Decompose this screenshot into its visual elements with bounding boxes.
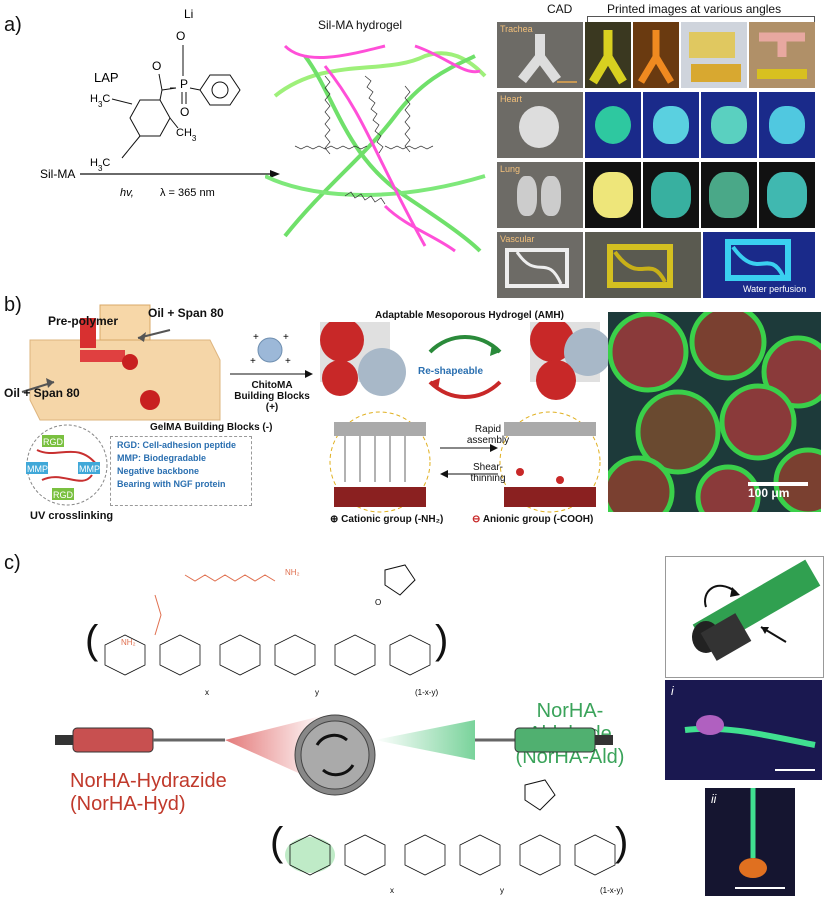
svg-text:CH3: CH3 — [176, 127, 197, 143]
printed-header: Printed images at various angles — [607, 2, 782, 16]
sub-xy-top: (1-x-y) — [415, 688, 438, 697]
svg-text:(: ( — [270, 820, 284, 864]
li-label: Li — [184, 7, 193, 21]
hv-label: hv, — [120, 187, 134, 199]
roman-ii-label: ii — [711, 792, 717, 806]
trachea-photo-2 — [633, 22, 679, 88]
cad-header: CAD — [547, 2, 573, 16]
oil-span-left-label: Oil + Span 80 — [4, 386, 80, 400]
vascular-photo-2: Water perfusion — [703, 232, 815, 298]
sub-y-bottom: y — [500, 886, 504, 895]
mandrel-schematic — [665, 556, 824, 678]
rgd-tag-1: RGD — [43, 437, 63, 447]
svg-text:O: O — [180, 105, 189, 119]
gelma-label: GelMA Building Blocks (-) — [150, 422, 273, 433]
roman-i-label: i — [671, 684, 674, 698]
printed-images-grid: CAD Printed images at various angles Tra… — [497, 0, 817, 300]
amh-title: Adaptable Mesoporous Hydrogel (AMH) — [375, 310, 564, 321]
chitoma-label: ChitoMA Building Blocks (+) — [234, 380, 310, 413]
svg-text:H3C: H3C — [90, 93, 110, 109]
sub-y-top: y — [315, 688, 319, 697]
lung-photo-1 — [585, 162, 641, 228]
mmp-tag-2: MMP — [79, 464, 100, 474]
electrospinning-setup — [55, 714, 613, 796]
sub-x-top: x — [205, 688, 209, 697]
vascular-photo-1 — [585, 232, 701, 298]
norha-hyd-label: NorHA-Hydrazide (NorHA-Hyd) — [70, 770, 227, 815]
reshapeable-label: Re-shapeable — [418, 366, 484, 377]
heart-photo-2 — [643, 92, 699, 158]
sub-x-bottom: x — [390, 886, 394, 895]
trachea-photo-4 — [749, 22, 815, 88]
lung-photo-2 — [643, 162, 699, 228]
lambda-label: λ = 365 nm — [160, 187, 215, 199]
lung-photo-3 — [701, 162, 757, 228]
o-label: O — [176, 29, 185, 43]
rapid-assembly-label: Rapid assembly — [466, 424, 510, 446]
svg-text:+: + — [250, 356, 256, 367]
svg-text:): ) — [615, 820, 628, 864]
silma-hydrogel-network — [265, 44, 487, 253]
svg-text:+: + — [283, 332, 289, 343]
norha-ald-structure: ( ) x y (1-x-y) — [270, 779, 628, 895]
svg-text:): ) — [435, 618, 448, 662]
pre-polymer-label: Pre-polymer — [48, 314, 119, 328]
svg-text:+: + — [253, 332, 259, 343]
panel-c-label: c) — [4, 552, 21, 574]
svg-text:P: P — [180, 77, 188, 91]
trachea-photo-1 — [585, 22, 631, 88]
cad-heart: Heart — [497, 92, 583, 158]
lap-structure: Li O LAP P O O H3C CH3 H3C Sil-MA hv, λ … — [40, 7, 280, 199]
trachea-photo-3 — [681, 22, 747, 88]
amh-diagram — [320, 322, 610, 513]
heart-photo-3 — [701, 92, 757, 158]
norha-hyd-structure: NH₂ NH₂ O ( ) x y (1-x-y) — [85, 564, 448, 697]
svg-text:NH₂: NH₂ — [285, 568, 300, 577]
svg-text:H3C: H3C — [90, 157, 110, 173]
fluorescence-micrograph: 100 μm — [608, 312, 821, 512]
lung-photo-4 — [759, 162, 815, 228]
oil-span-top-label: Oil + Span 80 — [148, 306, 224, 320]
water-perfusion-label: Water perfusion — [743, 284, 807, 294]
uv-crosslinking-label: UV crosslinking — [30, 510, 114, 522]
fiber-photo-i: i — [665, 680, 822, 780]
cad-lung: Lung — [497, 162, 583, 228]
svg-text:(: ( — [85, 618, 99, 662]
microfluidic-chip — [21, 304, 221, 421]
mmp-tag-1: MMP — [27, 464, 48, 474]
cationic-label: ⊕ Cationic group (-NH₂) — [330, 514, 444, 525]
svg-text:O: O — [152, 59, 161, 73]
cad-vascular: Vascular — [497, 232, 583, 298]
cad-trachea: Trachea — [497, 22, 583, 88]
chitoma-particle: + + + + — [230, 332, 313, 378]
heart-photo-4 — [759, 92, 815, 158]
uv-crosslink-circle — [26, 424, 108, 506]
rgd-tag-2: RGD — [53, 490, 73, 500]
lap-label: LAP — [94, 70, 119, 85]
anionic-label: ⊖ Anionic group (-COOH) — [472, 514, 594, 525]
svg-text:+: + — [285, 356, 291, 367]
silma-hydrogel-title: Sil-MA hydrogel — [318, 18, 403, 32]
scale-bar-label: 100 μm — [748, 486, 790, 500]
svg-text:NH₂: NH₂ — [121, 638, 136, 647]
sub-xy-bottom: (1-x-y) — [600, 886, 623, 895]
silma-reactant: Sil-MA — [40, 167, 75, 181]
shear-thinning-label: Shear-thinning — [470, 462, 506, 484]
fiber-photo-ii: ii — [705, 788, 795, 896]
panel-b-label: b) — [4, 294, 22, 316]
gelma-bullets: RGD: Cell-adhesion peptide MMP: Biodegra… — [110, 436, 252, 506]
svg-text:O: O — [375, 598, 381, 607]
heart-photo-1 — [585, 92, 641, 158]
panel-a-label: a) — [4, 14, 22, 36]
